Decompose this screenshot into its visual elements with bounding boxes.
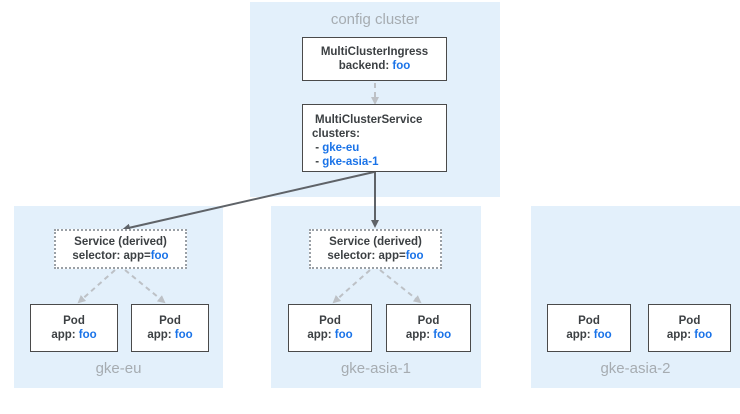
pod-title: Pod bbox=[159, 315, 181, 327]
multi-cluster-service-box: MultiClusterService clusters: - gke-eu -… bbox=[302, 104, 447, 172]
derived-service-title: Service (derived) bbox=[74, 236, 167, 248]
gke-asia-1-service-to-pod-2 bbox=[379, 269, 422, 304]
pod-label: app: foo bbox=[147, 329, 193, 341]
pod-title: Pod bbox=[678, 315, 701, 327]
pod-box: Pod app: foo bbox=[30, 304, 118, 352]
cluster-label-gke-eu: gke-eu bbox=[95, 360, 142, 377]
gke-eu-service-to-pod-2 bbox=[124, 269, 166, 304]
derived-service-selector: selector: app=foo bbox=[72, 250, 169, 262]
cluster-label-gke-asia-2: gke-asia-2 bbox=[600, 360, 671, 377]
derived-service-box-gke-eu: Service (derived) selector: app=foo bbox=[54, 229, 187, 269]
derived-service-box-gke-asia-1: Service (derived) selector: app=foo bbox=[309, 229, 442, 269]
pod-box: Pod app: foo bbox=[288, 304, 372, 352]
pod-title: Pod bbox=[578, 315, 600, 327]
multi-cluster-service-cluster-item: - gke-asia-1 bbox=[312, 156, 379, 168]
derived-service-title: Service (derived) bbox=[329, 236, 422, 248]
gke-asia-1-service-to-pod-1 bbox=[332, 269, 371, 304]
pod-box: Pod app: foo bbox=[386, 304, 471, 352]
pod-label: app: foo bbox=[307, 329, 353, 341]
multi-cluster-service-title: MultiClusterService bbox=[315, 114, 423, 126]
pod-label: app: foo bbox=[666, 329, 713, 341]
pod-box: Pod app: foo bbox=[648, 304, 731, 352]
config-cluster-label: config cluster bbox=[330, 11, 420, 28]
cluster-label-gke-asia-1: gke-asia-1 bbox=[340, 360, 412, 377]
multi-cluster-ingress-backend: backend: foo bbox=[338, 60, 411, 72]
gke-eu-service-to-pod-1 bbox=[77, 269, 116, 304]
pod-title: Pod bbox=[417, 315, 440, 327]
mcs-to-gke-eu-arrow bbox=[122, 171, 375, 232]
pod-title: Pod bbox=[63, 315, 85, 327]
pod-box: Pod app: foo bbox=[131, 304, 209, 352]
multi-cluster-service-clusters-label: clusters: bbox=[312, 128, 360, 140]
pod-box: Pod app: foo bbox=[547, 304, 631, 352]
cluster-region-gke-asia-1: gke-asia-1 bbox=[271, 206, 481, 388]
pod-label: app: foo bbox=[51, 329, 97, 341]
multi-cluster-ingress-title: MultiClusterIngress bbox=[320, 46, 429, 58]
derived-service-selector: selector: app=foo bbox=[327, 250, 424, 262]
pod-label: app: foo bbox=[566, 329, 612, 341]
multi-cluster-service-cluster-item: - gke-eu bbox=[312, 142, 360, 154]
pod-label: app: foo bbox=[405, 329, 452, 341]
cluster-region-gke-asia-2: gke-asia-2 bbox=[531, 206, 740, 388]
multi-cluster-ingress-box: MultiClusterIngress backend: foo bbox=[302, 37, 447, 81]
pod-title: Pod bbox=[319, 315, 341, 327]
